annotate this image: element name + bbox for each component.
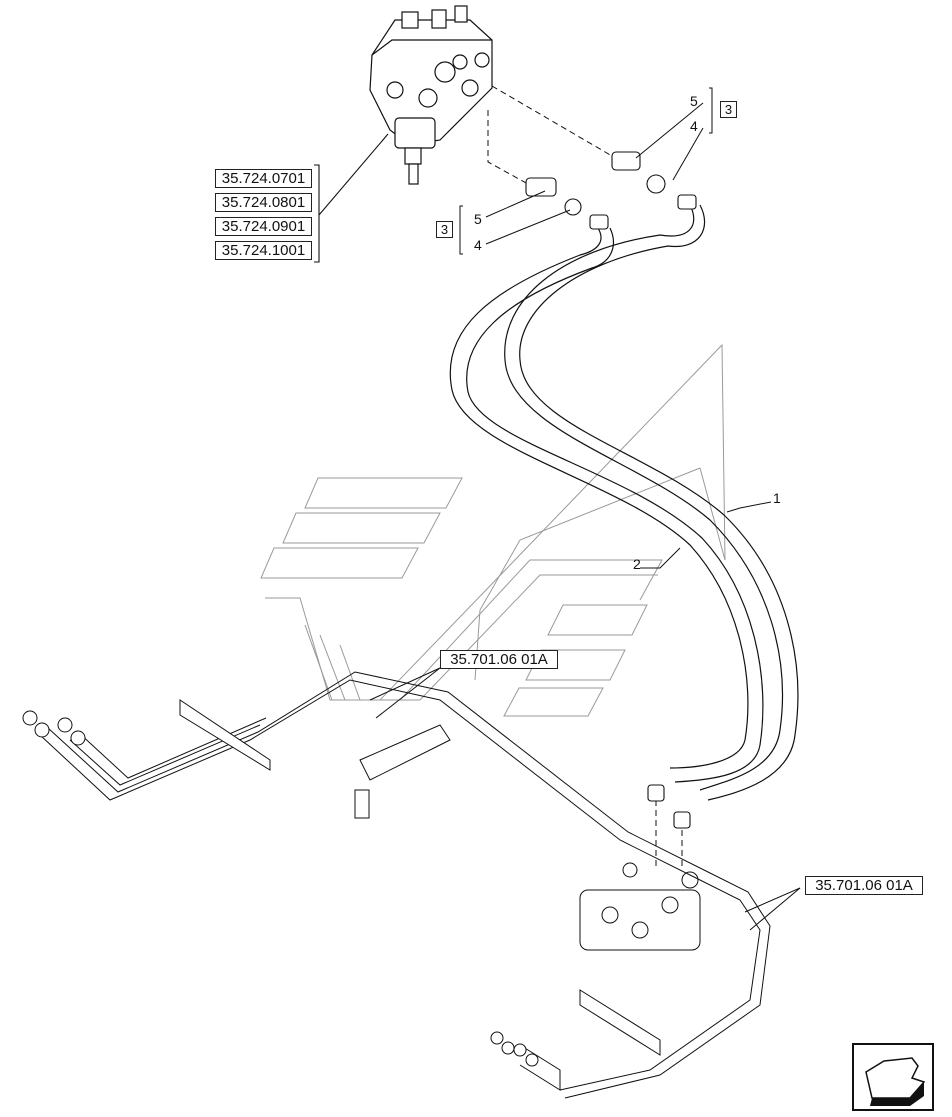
ref-bottom[interactable]: 35.701.06 01A (805, 876, 923, 895)
callout-5-top: 5 (690, 93, 698, 109)
valve-ref-4[interactable]: 35.724.1001 (215, 241, 312, 260)
end-fittings (22, 710, 539, 1067)
ref-center[interactable]: 35.701.06 01A (440, 650, 558, 669)
dashed-leaders (487, 85, 683, 870)
callout-leaders (369, 87, 801, 931)
pipe-assembly (39, 671, 771, 1099)
hose-1 (504, 204, 799, 801)
hose-ends (589, 194, 697, 829)
callout-4-top: 4 (690, 118, 698, 134)
callout-5-mid: 5 (474, 211, 482, 227)
callout-2: 2 (633, 556, 641, 572)
callout-4-mid: 4 (474, 237, 482, 253)
control-valve (369, 5, 493, 185)
callout-1: 1 (773, 490, 781, 506)
watermark-logo (260, 343, 726, 717)
kit-box-top[interactable]: 3 (720, 101, 737, 118)
arrow-left-icon[interactable] (852, 1043, 934, 1111)
fittings-top (525, 151, 666, 216)
valve-ref-bracket (314, 133, 389, 263)
kit-box-mid[interactable]: 3 (436, 221, 453, 238)
valve-ref-2[interactable]: 35.724.0801 (215, 193, 312, 212)
valve-ref-3[interactable]: 35.724.0901 (215, 217, 312, 236)
valve-ref-1[interactable]: 35.724.0701 (215, 169, 312, 188)
hose-2 (449, 227, 764, 783)
